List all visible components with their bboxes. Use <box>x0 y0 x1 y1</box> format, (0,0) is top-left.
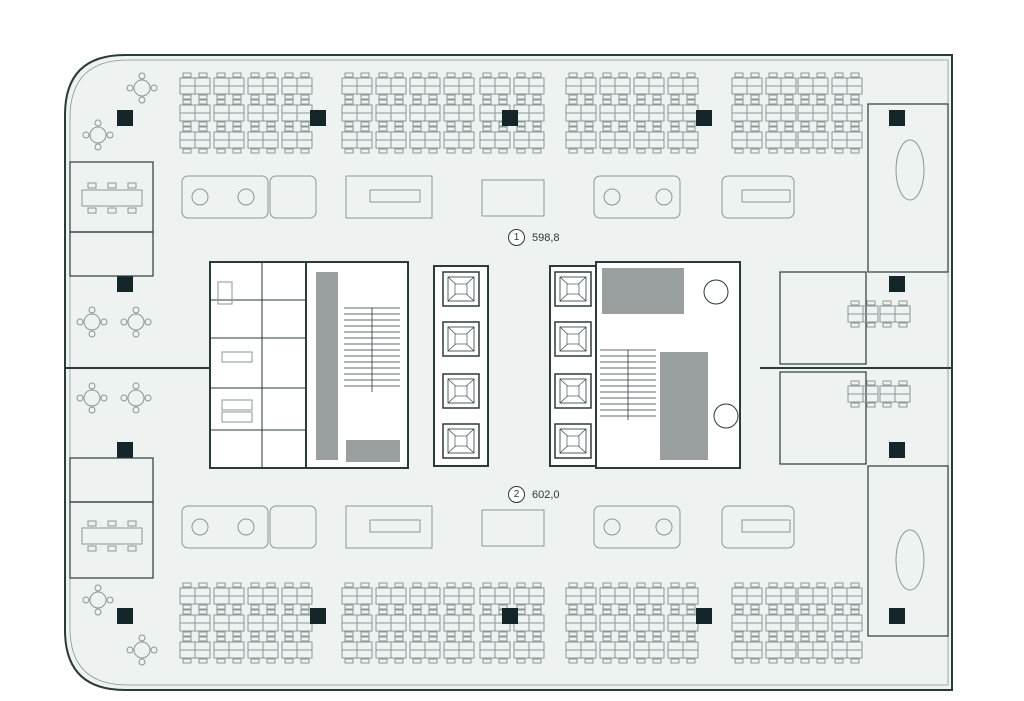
left-stair-core <box>305 261 409 469</box>
zone-1-number: 1 <box>508 229 525 246</box>
upper-meeting-rooms <box>181 175 795 219</box>
lower-meeting-rooms <box>181 505 795 549</box>
restroom-block <box>209 261 307 469</box>
structural-columns <box>117 110 905 624</box>
zone-1-area: 598,8 <box>531 231 561 244</box>
elevator-bank-left <box>433 265 489 467</box>
right-stair-core <box>595 261 741 469</box>
floor-outline <box>64 54 953 691</box>
zone-2-number: 2 <box>508 486 525 503</box>
zone-2-label: 2 602,0 <box>508 486 561 503</box>
right-meeting-rooms <box>779 103 949 637</box>
elevator-bank-right <box>549 265 597 467</box>
zone-2-area: 602,0 <box>531 488 561 501</box>
left-meeting-rooms <box>69 161 154 579</box>
zone-1-label: 1 598,8 <box>508 229 561 246</box>
